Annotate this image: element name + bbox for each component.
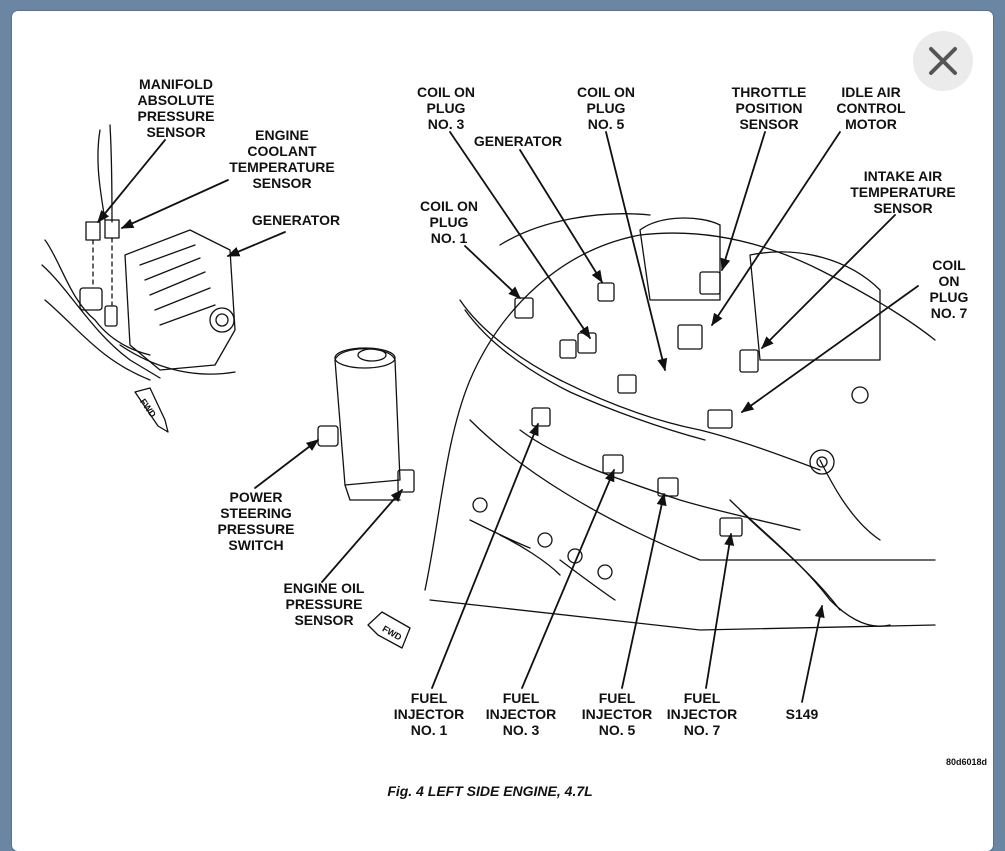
figure-code: 80d6018d [946,757,988,767]
label-generator-inset: GENERATOR [251,212,341,228]
label-s149: S149 [785,706,819,722]
label-coil-5: COIL ON PLUG NO. 5 [576,84,636,132]
label-throttle-sensor: THROTTLE POSITION SENSOR [731,84,807,132]
label-ps-switch: POWER STEERING PRESSURE SWITCH [217,489,295,553]
label-ect-sensor: ENGINE COOLANT TEMPERATURE SENSOR [229,127,335,191]
engine-drawing [317,213,936,631]
image-viewer-panel [12,11,993,851]
label-injector-5: FUEL INJECTOR NO. 5 [581,690,653,738]
close-icon [929,47,957,75]
label-idle-motor: IDLE AIR CONTROL MOTOR [836,84,906,132]
label-injector-3: FUEL INJECTOR NO. 3 [485,690,557,738]
label-iat-sensor: INTAKE AIR TEMPERATURE SENSOR [850,168,956,216]
fwd-arrow-main [367,611,411,649]
label-map-sensor: MANIFOLD ABSOLUTE PRESSURE SENSOR [137,76,215,140]
label-coil-1: COIL ON PLUG NO. 1 [419,198,479,246]
figure-caption: Fig. 4 LEFT SIDE ENGINE, 4.7L [387,783,593,799]
label-coil-7: COIL ON PLUG NO. 7 [929,257,969,321]
label-injector-7: FUEL INJECTOR NO. 7 [666,690,738,738]
close-button[interactable] [913,31,973,91]
label-injector-1: FUEL INJECTOR NO. 1 [393,690,465,738]
label-oil-sensor: ENGINE OIL PRESSURE SENSOR [283,580,365,628]
leader-lines [97,131,919,703]
fwd-arrow-inset [134,387,169,433]
generator-inset-drawing [41,124,236,381]
label-generator-main: GENERATOR [473,133,563,149]
label-coil-3: COIL ON PLUG NO. 3 [416,84,476,132]
